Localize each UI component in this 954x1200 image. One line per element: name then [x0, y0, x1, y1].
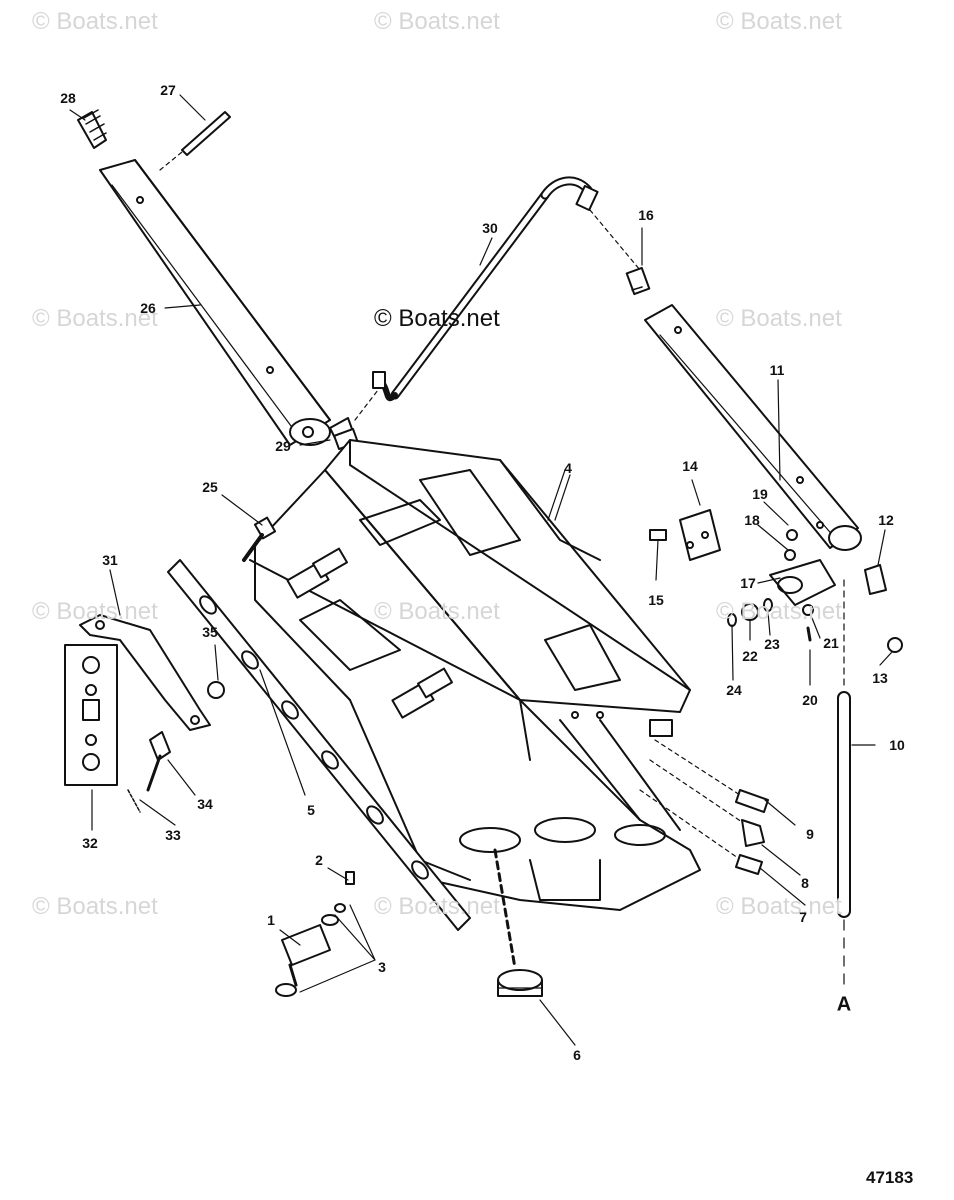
watermark: © Boats.net: [32, 305, 158, 332]
pressure-regulator: [649, 509, 903, 653]
callout-9: 9: [806, 826, 814, 842]
callout-14: 14: [682, 458, 698, 474]
watermark: © Boats.net: [32, 598, 158, 625]
fitting-top-left: [77, 109, 107, 149]
callout-10: 10: [889, 737, 905, 753]
watermark: © Boats.net: [716, 8, 842, 35]
fuel-rail-left: [99, 159, 331, 446]
pin: [159, 111, 231, 171]
bolt: [242, 516, 277, 562]
fuel-rail-right: [644, 304, 862, 551]
stud: [127, 681, 225, 813]
fuel-line: [354, 176, 641, 421]
fittings-right: [639, 739, 769, 875]
bracket: [79, 614, 211, 731]
callout-7: 7: [799, 909, 807, 925]
watermark: © Boats.net: [716, 893, 842, 920]
callout-34: 34: [197, 796, 213, 812]
plug: [493, 848, 543, 997]
watermark: © Boats.net: [716, 305, 842, 332]
callout-28: 28: [60, 90, 76, 106]
callout-15: 15: [648, 592, 664, 608]
callout-18: 18: [744, 512, 760, 528]
watermark: © Boats.net: [716, 598, 842, 625]
diagram-number: 47183: [866, 1168, 914, 1187]
callout-1: 1: [267, 912, 275, 928]
center-watermark: © Boats.net: [374, 305, 500, 332]
watermark: © Boats.net: [374, 893, 500, 920]
callout-31: 31: [102, 552, 118, 568]
callout-33: 33: [165, 827, 181, 843]
watermark: © Boats.net: [374, 8, 500, 35]
callout-32: 32: [82, 835, 98, 851]
callout-4: 4: [564, 460, 572, 476]
injector-assembly: [275, 871, 355, 997]
callout-6: 6: [573, 1047, 581, 1063]
callout-29: 29: [275, 438, 291, 454]
callout-5: 5: [307, 802, 315, 818]
gasket: [167, 559, 471, 931]
vacuum-tube: [837, 579, 851, 991]
callout-13: 13: [872, 670, 888, 686]
callout-8: 8: [801, 875, 809, 891]
callout-24: 24: [726, 682, 742, 698]
callout-23: 23: [764, 636, 780, 652]
schrader-valve: [625, 266, 651, 296]
callout-27: 27: [160, 82, 176, 98]
watermark: © Boats.net: [32, 8, 158, 35]
callout-17: 17: [740, 575, 756, 591]
callout-19: 19: [752, 486, 768, 502]
hardware-kit: [64, 644, 118, 786]
reference-label: A: [836, 993, 852, 1016]
callout-35: 35: [202, 624, 218, 640]
callout-16: 16: [638, 207, 654, 223]
callout-20: 20: [802, 692, 818, 708]
callout-25: 25: [202, 479, 218, 495]
callout-22: 22: [742, 648, 758, 664]
callout-26: 26: [140, 300, 156, 316]
callout-11: 11: [769, 362, 785, 378]
installed-injectors: [286, 547, 673, 737]
watermark: © Boats.net: [32, 893, 158, 920]
callout-2: 2: [315, 852, 323, 868]
callout-21: 21: [823, 635, 839, 651]
callout-3: 3: [378, 959, 386, 975]
leader-lines: [69, 94, 893, 1046]
intake-manifold: [249, 439, 701, 911]
callout-30: 30: [482, 220, 498, 236]
watermark: © Boats.net: [374, 598, 500, 625]
callout-12: 12: [878, 512, 894, 528]
